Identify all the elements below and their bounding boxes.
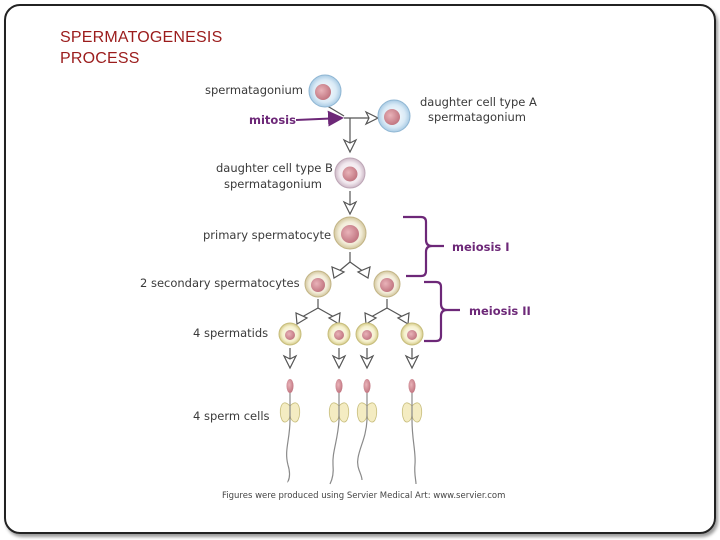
slide-title: SPERMATOGENESIS PROCESS — [60, 27, 222, 69]
spermatogonium-cell — [308, 74, 342, 108]
sperm-cell — [279, 379, 301, 483]
label-daughter-a-line1: daughter cell type A — [420, 95, 537, 109]
secondary-spermatocyte-left — [304, 270, 332, 298]
title-line-2: PROCESS — [60, 50, 140, 67]
spermatid-cell — [327, 322, 351, 346]
label-daughter-a-line2: spermatagonium — [428, 110, 526, 124]
label-primary-spermatocyte: primary spermatocyte — [203, 228, 331, 242]
label-daughter-b-line1: daughter cell type B — [216, 161, 333, 175]
meiosis-2-bracket — [424, 280, 460, 343]
slide-frame — [4, 4, 716, 534]
label-meiosis-1: meiosis I — [452, 240, 510, 254]
spermatid-cell — [400, 322, 424, 346]
label-sperm-cells: 4 sperm cells — [193, 409, 270, 423]
daughter-cell-b — [334, 157, 366, 189]
meiosis-1-bracket — [403, 215, 444, 278]
daughter-cell-a — [377, 99, 411, 133]
label-meiosis-2: meiosis II — [469, 304, 531, 318]
sperm-cell — [401, 379, 423, 485]
sperm-cell — [356, 379, 378, 481]
secondary-spermatocyte-right — [373, 270, 401, 298]
flow-arrows — [282, 103, 420, 370]
spermatid-cell — [278, 322, 302, 346]
credit-caption: Figures were produced using Servier Medi… — [222, 491, 505, 501]
label-daughter-b-line2: spermatagonium — [224, 177, 322, 191]
sperm-cell — [328, 379, 350, 485]
label-spermatogonium: spermatagonium — [205, 83, 303, 97]
spermatid-cell — [355, 322, 379, 346]
label-mitosis: mitosis — [249, 113, 296, 127]
title-line-1: SPERMATOGENESIS — [60, 29, 223, 46]
mitosis-arrow — [295, 110, 344, 127]
label-spermatids: 4 spermatids — [193, 326, 268, 340]
label-secondary-spermatocytes: 2 secondary spermatocytes — [140, 276, 300, 290]
primary-spermatocyte-cell — [333, 216, 367, 250]
